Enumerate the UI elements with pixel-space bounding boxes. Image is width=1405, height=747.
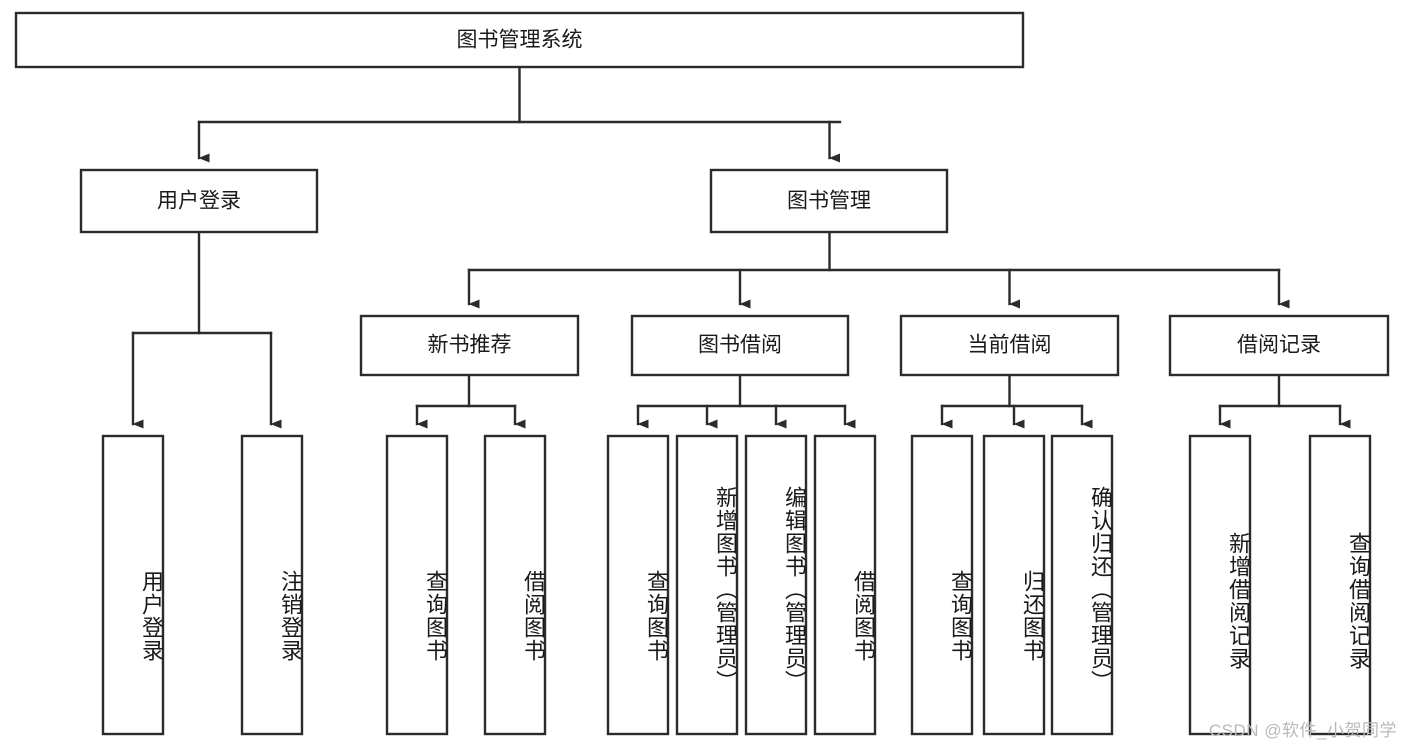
connector-group-current-borrow [940, 373, 1093, 429]
node-current-borrow-box[interactable] [899, 314, 1120, 377]
node-book-manage[interactable]: 图书管理 [709, 168, 949, 234]
node-book-borrow-box[interactable] [630, 314, 850, 377]
node-root-label: 图书管理系统 [457, 29, 583, 52]
node-leaf-query-book-cur-box[interactable] [910, 434, 974, 736]
node-user-login-label: 用户登录 [157, 190, 241, 213]
node-leaf-return-book-box[interactable] [982, 434, 1046, 736]
node-leaf-edit-book-box[interactable] [744, 434, 808, 736]
node-leaf-borrow-book-rec-box[interactable] [483, 434, 547, 736]
node-current-borrow-label: 当前借阅 [968, 334, 1052, 357]
node-book-manage-box[interactable] [709, 168, 949, 234]
connector-group-book-borrow [636, 373, 856, 429]
node-leaf-borrow-book-box[interactable] [813, 434, 877, 736]
node-leaf-query-book-rec-box[interactable] [385, 434, 449, 736]
connector-group-root [197, 65, 842, 163]
node-root-box[interactable] [14, 11, 1025, 69]
watermark-text: CSDN @软件_小贺同学 [1208, 721, 1397, 740]
node-borrow-record[interactable]: 借阅记录 [1168, 314, 1390, 377]
connector-group-user-login [131, 230, 282, 429]
node-user-login-box[interactable] [79, 168, 319, 234]
node-leaf-add-book-box[interactable] [675, 434, 739, 736]
node-borrow-record-box[interactable] [1168, 314, 1390, 377]
node-new-book-recommend-box[interactable] [359, 314, 580, 377]
node-new-book-recommend[interactable]: 新书推荐 [359, 314, 580, 377]
node-current-borrow[interactable]: 当前借阅 [899, 314, 1120, 377]
node-leaf-query-record-box[interactable] [1308, 434, 1372, 736]
node-user-login[interactable]: 用户登录 [79, 168, 319, 234]
connector-group-borrow-record [1218, 373, 1351, 429]
node-leaf-logout-box[interactable] [240, 434, 304, 736]
node-leaf-confirm-return-box[interactable] [1050, 434, 1114, 736]
node-root[interactable]: 图书管理系统 [14, 11, 1025, 69]
connector-group-new-book-recommend [415, 373, 526, 429]
node-leaf-user-login-box[interactable] [101, 434, 165, 736]
node-book-manage-label: 图书管理 [787, 190, 871, 213]
connector-group-book-manage [467, 230, 1290, 309]
node-new-book-recommend-label: 新书推荐 [428, 334, 512, 357]
node-leaf-query-book-borrow-box[interactable] [606, 434, 670, 736]
node-borrow-record-label: 借阅记录 [1237, 334, 1321, 357]
node-book-borrow-label: 图书借阅 [698, 334, 782, 357]
node-book-borrow[interactable]: 图书借阅 [630, 314, 850, 377]
node-leaf-add-record-box[interactable] [1188, 434, 1252, 736]
